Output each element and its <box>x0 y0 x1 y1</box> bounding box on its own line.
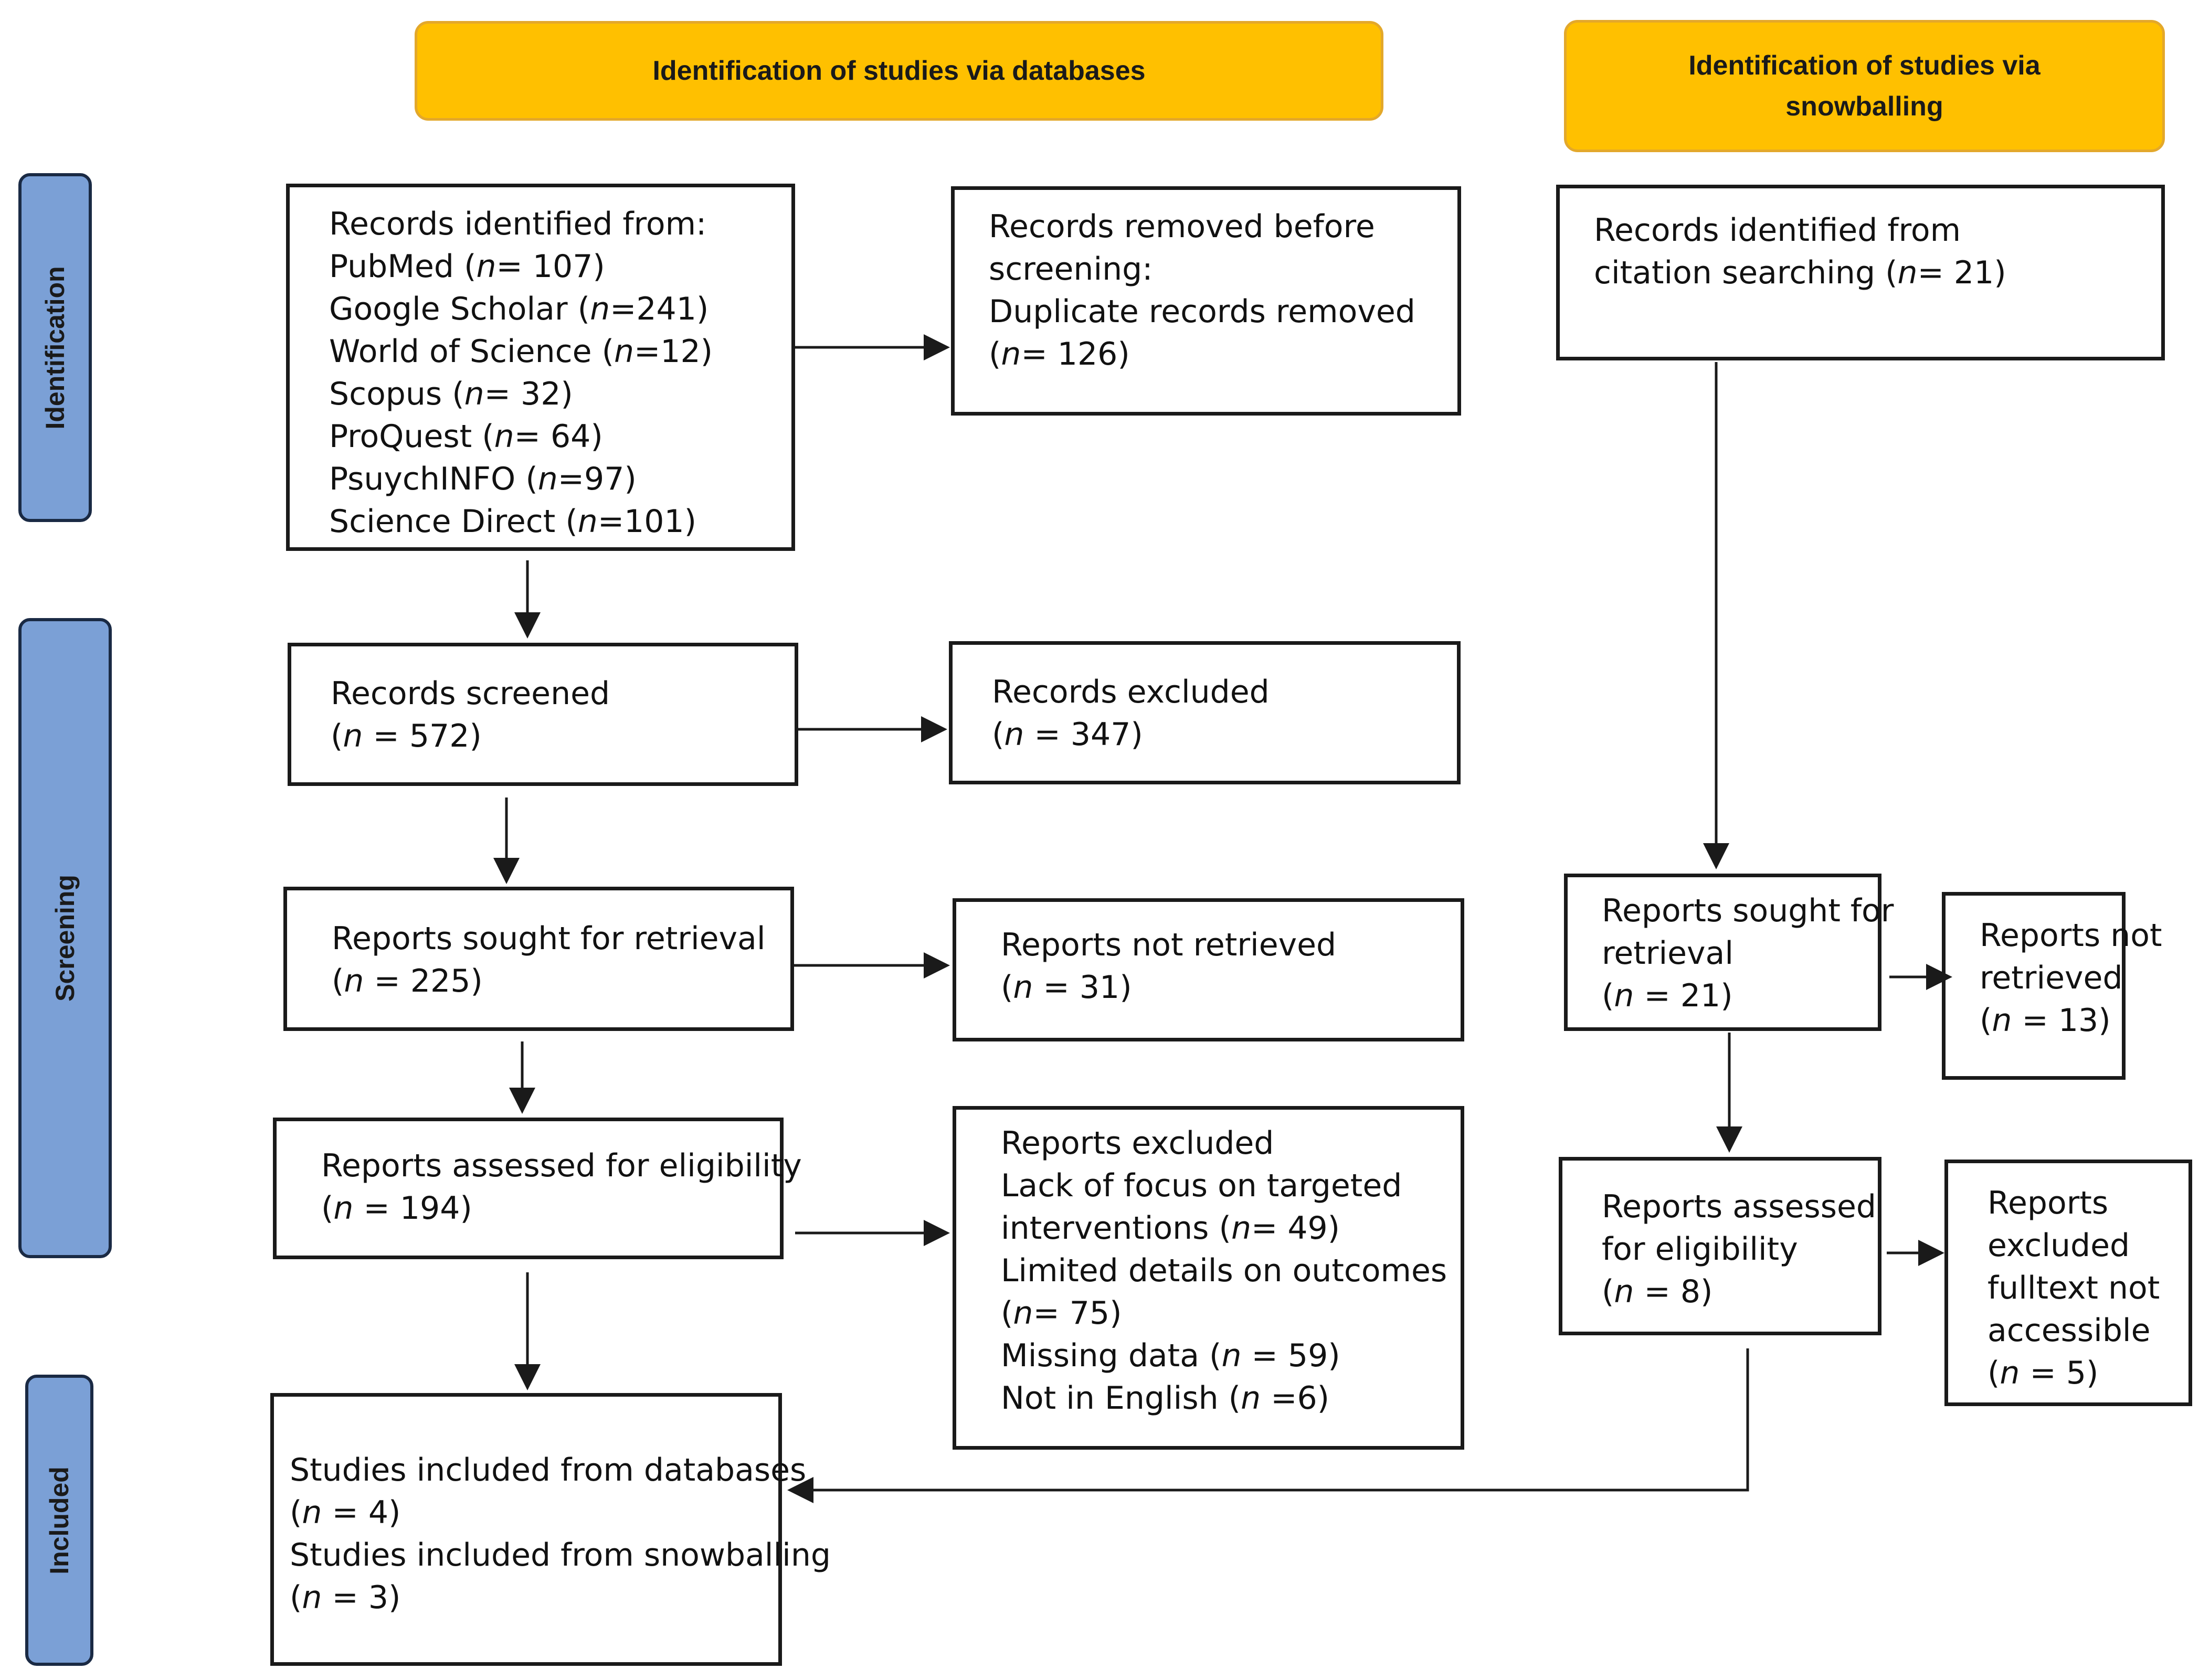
header-snowballing: Identification of studies via snowballin… <box>1564 20 2165 152</box>
snow-identified-line2: citation searching (n= 21) <box>1594 254 2006 291</box>
reason-outcomes-line2: (n= 75) <box>1001 1295 1122 1332</box>
box-snow-reports-sought: Reports sought for retrieval (n = 21) <box>1564 874 1894 1031</box>
source-science-direct: Science Direct (n=101) <box>329 503 697 540</box>
box-reports-assessed: Reports assessed for eligibility (n = 19… <box>273 1118 802 1259</box>
reports-sought-count: (n = 225) <box>332 963 483 1000</box>
box-records-screened: Records screened (n = 572) <box>288 643 798 786</box>
snow-sought-count: (n = 21) <box>1602 977 1733 1014</box>
reports-excluded-title: Reports excluded <box>1001 1125 1274 1162</box>
records-identified-title: Records identified from: <box>329 206 707 242</box>
snow-excluded-count: (n = 5) <box>1987 1355 2099 1391</box>
reports-assessed-count: (n = 194) <box>321 1190 472 1227</box>
records-screened-count: (n = 572) <box>331 718 482 754</box>
snow-identified-line1: Records identified from <box>1594 212 1961 249</box>
box-snow-records-identified: Records identified from citation searchi… <box>1556 185 2165 360</box>
box-studies-included: Studies included from databases (n = 4) … <box>270 1393 831 1666</box>
box-records-removed: Records removed before screening: Duplic… <box>951 186 1461 416</box>
header-snowballing-line2: snowballing <box>1785 91 1943 122</box>
snow-excluded-line1: Reports <box>1987 1185 2109 1221</box>
reason-focus-line1: Lack of focus on targeted <box>1001 1167 1402 1204</box>
included-databases-count: (n = 4) <box>290 1494 401 1531</box>
box-snow-reports-assessed: Reports assessed for eligibility (n = 8) <box>1559 1157 1881 1335</box>
snow-excluded-line4: accessible <box>1987 1312 2151 1349</box>
source-psuychinfo: PsuychINFO (n=97) <box>329 461 637 497</box>
stage-screening: Screening <box>18 618 112 1258</box>
snow-assessed-line2: for eligibility <box>1602 1231 1798 1268</box>
box-snow-reports-excluded: Reports excluded fulltext not accessible… <box>1944 1160 2192 1406</box>
snow-not-retrieved-line2: retrieved <box>1980 960 2123 996</box>
reports-not-retrieved-count: (n = 31) <box>1001 969 1132 1006</box>
reason-missing-data: Missing data (n = 59) <box>1001 1337 1340 1374</box>
source-scopus: Scopus (n= 32) <box>329 376 573 412</box>
included-snowballing-count: (n = 3) <box>290 1579 401 1616</box>
records-removed-line3: Duplicate records removed <box>989 293 1415 330</box>
box-reports-sought: Reports sought for retrieval (n = 225) <box>283 887 794 1031</box>
reports-assessed-label: Reports assessed for eligibility <box>321 1147 802 1184</box>
box-records-identified: Records identified from: PubMed (n= 107)… <box>286 184 795 551</box>
header-databases-text: Identification of studies via databases <box>652 56 1146 86</box>
source-google-scholar: Google Scholar (n=241) <box>329 291 709 327</box>
records-excluded-count: (n = 347) <box>992 716 1143 753</box>
header-databases: Identification of studies via databases <box>415 21 1383 121</box>
snow-assessed-line1: Reports assessed <box>1602 1188 1876 1225</box>
snow-not-retrieved-count: (n = 13) <box>1980 1002 2111 1039</box>
source-world-of-science: World of Science (n=12) <box>329 333 713 370</box>
records-removed-count: (n= 126) <box>989 336 1130 373</box>
arrow-snow-assessed-to-included <box>787 1348 1749 1503</box>
box-reports-not-retrieved: Reports not retrieved (n = 31) <box>953 898 1464 1041</box>
source-pubmed: PubMed (n= 107) <box>329 248 605 285</box>
reason-outcomes-line1: Limited details on outcomes <box>1001 1252 1447 1289</box>
records-removed-line1: Records removed before <box>989 208 1375 245</box>
included-databases-label: Studies included from databases <box>290 1452 807 1488</box>
records-screened-label: Records screened <box>331 675 610 712</box>
header-snowballing-line1: Identification of studies via <box>1688 50 2041 81</box>
reason-not-english: Not in English (n =6) <box>1001 1380 1330 1417</box>
reports-not-retrieved-label: Reports not retrieved <box>1001 927 1337 963</box>
stage-included: Included <box>25 1375 93 1666</box>
records-excluded-label: Records excluded <box>992 674 1270 710</box>
box-reports-excluded: Reports excluded Lack of focus on target… <box>953 1106 1464 1450</box>
snow-excluded-line3: fulltext not <box>1987 1270 2160 1306</box>
reason-focus-line2: interventions (n= 49) <box>1001 1210 1340 1247</box>
snow-sought-line1: Reports sought for <box>1602 892 1894 929</box>
reports-sought-label: Reports sought for retrieval <box>332 920 766 957</box>
included-snowballing-label: Studies included from snowballing <box>290 1537 831 1573</box>
stage-identification: Identification <box>18 173 92 522</box>
box-records-excluded: Records excluded (n = 347) <box>949 641 1461 784</box>
snow-sought-line2: retrieval <box>1602 935 1733 972</box>
snow-assessed-count: (n = 8) <box>1602 1273 1713 1310</box>
source-proquest: ProQuest (n= 64) <box>329 418 603 455</box>
records-removed-line2: screening: <box>989 251 1153 288</box>
snow-excluded-line2: excluded <box>1987 1227 2130 1264</box>
